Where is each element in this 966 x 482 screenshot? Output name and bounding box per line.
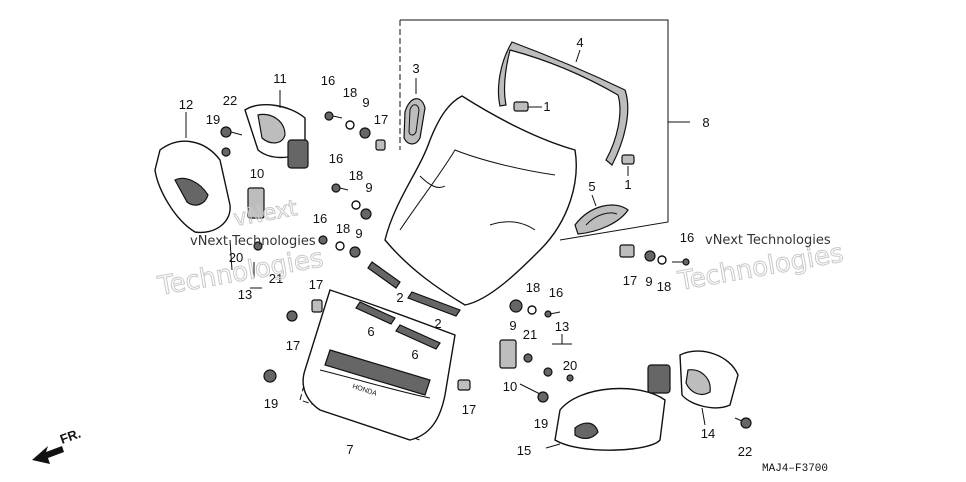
front-cowl: HONDA [302, 289, 456, 441]
callout-6: 6 [411, 347, 418, 362]
callout-1: 1 [624, 177, 631, 192]
clip-parts [513, 101, 635, 165]
right-mirror-base [647, 350, 739, 409]
callout-18: 18 [349, 168, 363, 183]
callout-20: 20 [229, 250, 243, 265]
callout-10: 10 [503, 379, 517, 394]
callout-8: 8 [702, 115, 709, 130]
callout-18: 18 [343, 85, 357, 100]
callout-1: 1 [543, 99, 550, 114]
callout-17: 17 [286, 338, 300, 353]
callout-3: 3 [412, 61, 419, 76]
callout-19: 19 [206, 112, 220, 127]
leader-lines [185, 49, 706, 449]
callout-2: 2 [396, 290, 403, 305]
callout-17: 17 [374, 112, 388, 127]
windscreen [384, 95, 577, 306]
callout-9: 9 [362, 95, 369, 110]
callout-19: 19 [264, 396, 278, 411]
watermark-right: vNext Technologies Technologies [675, 233, 847, 298]
callout-22: 22 [738, 444, 752, 459]
gasket-left [403, 98, 426, 145]
callout-2: 2 [434, 316, 441, 331]
callout-4: 4 [576, 35, 583, 50]
callout-22: 22 [223, 93, 237, 108]
callout-14: 14 [701, 426, 715, 441]
callout-16: 16 [329, 151, 343, 166]
callout-15: 15 [517, 443, 531, 458]
callout-17: 17 [462, 402, 476, 417]
front-arrow-icon [32, 446, 64, 464]
left-mirror [154, 140, 231, 234]
callout-18: 18 [526, 280, 540, 295]
left-mirror-base [244, 104, 309, 169]
trim-strips [355, 261, 461, 350]
watermark-left-top: vNext [232, 196, 300, 232]
callout-9: 9 [645, 274, 652, 289]
callout-18: 18 [657, 279, 671, 294]
hardware [220, 111, 752, 429]
callout-21: 21 [269, 271, 283, 286]
callout-5: 5 [588, 179, 595, 194]
front-direction-indicator: FR. [32, 426, 83, 464]
callout-16: 16 [549, 285, 563, 300]
callout-9: 9 [509, 318, 516, 333]
callout-9: 9 [365, 180, 372, 195]
callout-10: 10 [250, 166, 264, 181]
callout-16: 16 [321, 73, 335, 88]
callout-17: 17 [623, 273, 637, 288]
callout-6: 6 [367, 324, 374, 339]
callout-7: 7 [346, 442, 353, 457]
watermark-left-text: vNext Technologies [190, 234, 316, 249]
direction-label: FR. [58, 426, 83, 447]
callout-21: 21 [523, 327, 537, 342]
callout-11: 11 [273, 71, 287, 86]
callout-20: 20 [563, 358, 577, 373]
callout-17: 17 [309, 277, 323, 292]
windscreen-trim [497, 41, 629, 166]
callout-13: 13 [238, 287, 252, 302]
callout-13: 13 [555, 319, 569, 334]
diagram-code: MAJ4–F3700 [762, 463, 828, 475]
right-mirror [554, 387, 666, 451]
callout-16: 16 [680, 230, 694, 245]
callout-9: 9 [355, 226, 362, 241]
callout-18: 18 [336, 221, 350, 236]
callout-12: 12 [179, 97, 193, 112]
callout-16: 16 [313, 211, 327, 226]
callout-19: 19 [534, 416, 548, 431]
callout-labels: 1 1 2 2 3 4 5 6 6 7 8 9 9 9 9 9 10 10 11… [179, 35, 752, 459]
watermark-right-text: vNext Technologies [705, 233, 831, 248]
gasket-right [574, 204, 629, 235]
